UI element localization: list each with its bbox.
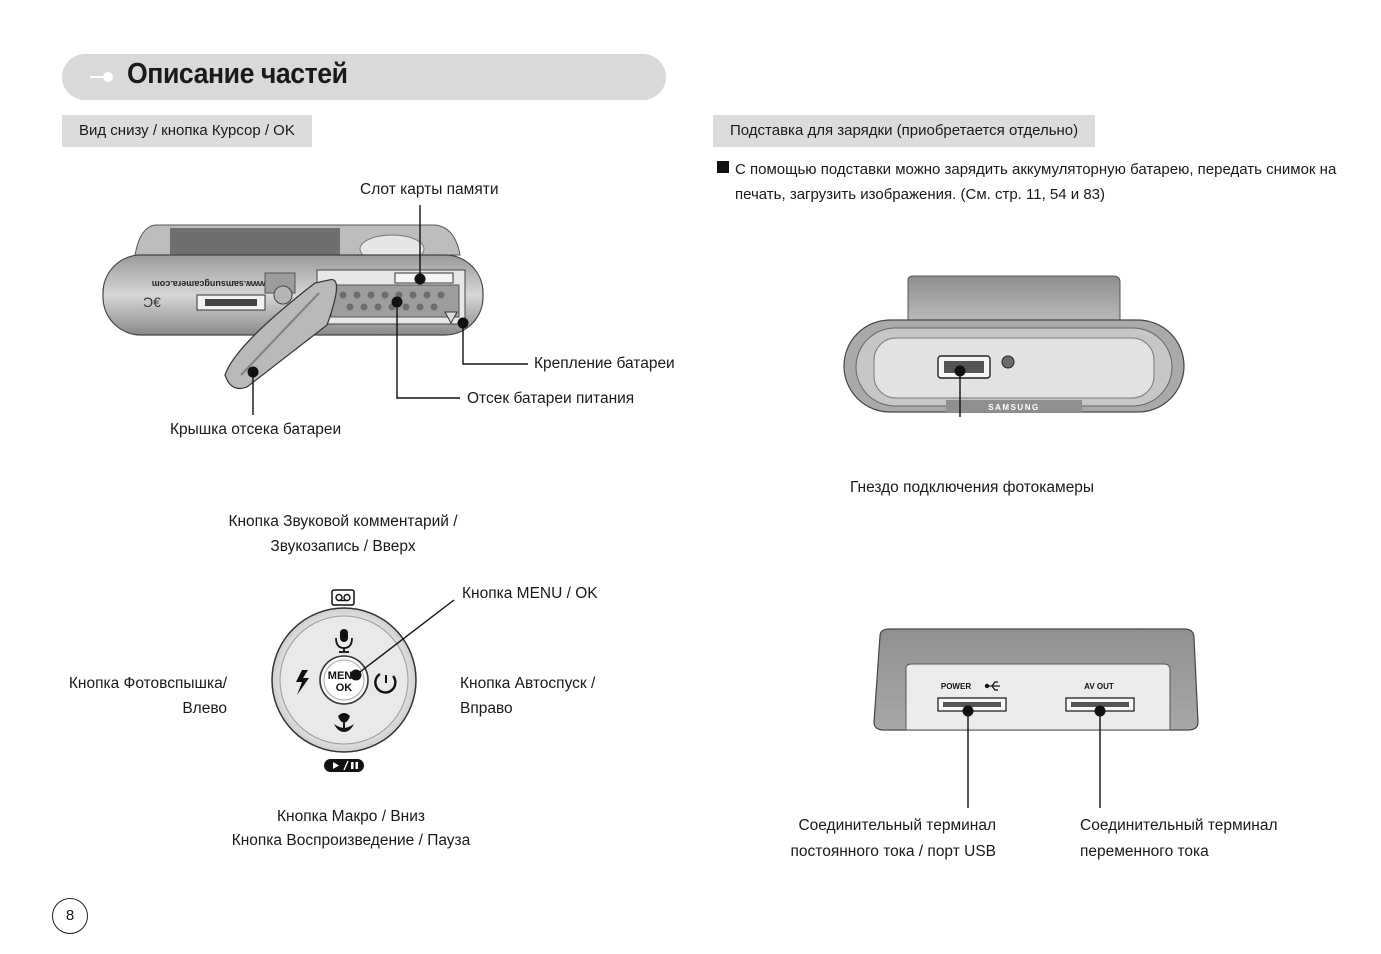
section-tag-charging-cradle: Подставка для зарядки (приобретается отд…: [713, 115, 1096, 147]
label-voice-line1: Кнопка Звуковой комментарий /: [228, 513, 458, 530]
label-battery-cover: Крышка отсека батареи: [170, 421, 342, 438]
self-timer-icon: [374, 672, 397, 694]
cradle-back-illustration: POWER AV OUT: [873, 628, 1199, 808]
microphone-icon: [335, 629, 353, 653]
page-number: 8: [52, 898, 88, 934]
label-battery-lock: Крепление батареи: [534, 355, 675, 372]
label-timer-line1: Кнопка Автоспуск /: [460, 675, 596, 692]
ok-text: OK: [336, 682, 353, 694]
label-flash-line2: Влево: [182, 700, 227, 717]
header-bullet-icon: [90, 72, 113, 82]
label-flash-line1: Кнопка Фотовспышка/: [68, 675, 227, 692]
label-ac-line2: переменного тока: [1080, 843, 1209, 860]
cradle-top-illustration: SAMSUNG: [843, 275, 1185, 417]
label-voice-line2: Звукозапись / Вверх: [270, 538, 416, 555]
label-dc-line2: постоянного тока / порт USB: [790, 843, 996, 860]
label-camera-jack: Гнездо подключения фотокамеры: [850, 479, 1095, 496]
label-ac-line1: Соединительный терминал: [1080, 817, 1278, 834]
note-bullet-icon: [717, 161, 729, 173]
voice-memo-icon: [331, 589, 355, 606]
label-dc-line1: Соединительный терминал: [798, 817, 996, 834]
label-timer-line2: Вправо: [460, 700, 513, 717]
flash-icon: [296, 670, 309, 695]
section-tag-bottom-view: Вид снизу / кнопка Курсор / OK: [62, 115, 312, 147]
cradle-brand-text: SAMSUNG: [988, 403, 1039, 412]
usb-icon: [984, 681, 1000, 691]
label-battery-chamber: Отсек батареи питания: [467, 390, 635, 407]
power-port-text: POWER: [941, 682, 971, 691]
av-port-text: AV OUT: [1084, 682, 1114, 691]
label-macro-line1: Кнопка Макро / Вниз: [277, 808, 425, 825]
note-line1: С помощью подставки можно зарядить аккум…: [735, 161, 1337, 178]
note-line2: печать, загрузить изображения. (См. стр.…: [735, 186, 1105, 203]
bottom-view-leaders: [252, 205, 528, 415]
camera-bottom-illustration: Ͻ€ www.samsungcamera.com: [102, 224, 484, 390]
label-macro-line2: Кнопка Воспроизведение / Пауза: [231, 832, 471, 849]
dpad-illustration: MENU OK: [271, 589, 455, 772]
label-menu-ok: Кнопка MENU / OK: [462, 585, 598, 602]
page-title: Описание частей: [127, 58, 348, 90]
play-pause-icon: [324, 759, 364, 772]
macro-flower-icon: [334, 713, 354, 732]
svg-text:Ͻ€: Ͻ€: [143, 294, 161, 310]
brand-url: www.samsungcamera.com: [152, 279, 268, 289]
label-memory-slot: Слот карты памяти: [360, 181, 499, 198]
header-bar: [62, 54, 666, 100]
